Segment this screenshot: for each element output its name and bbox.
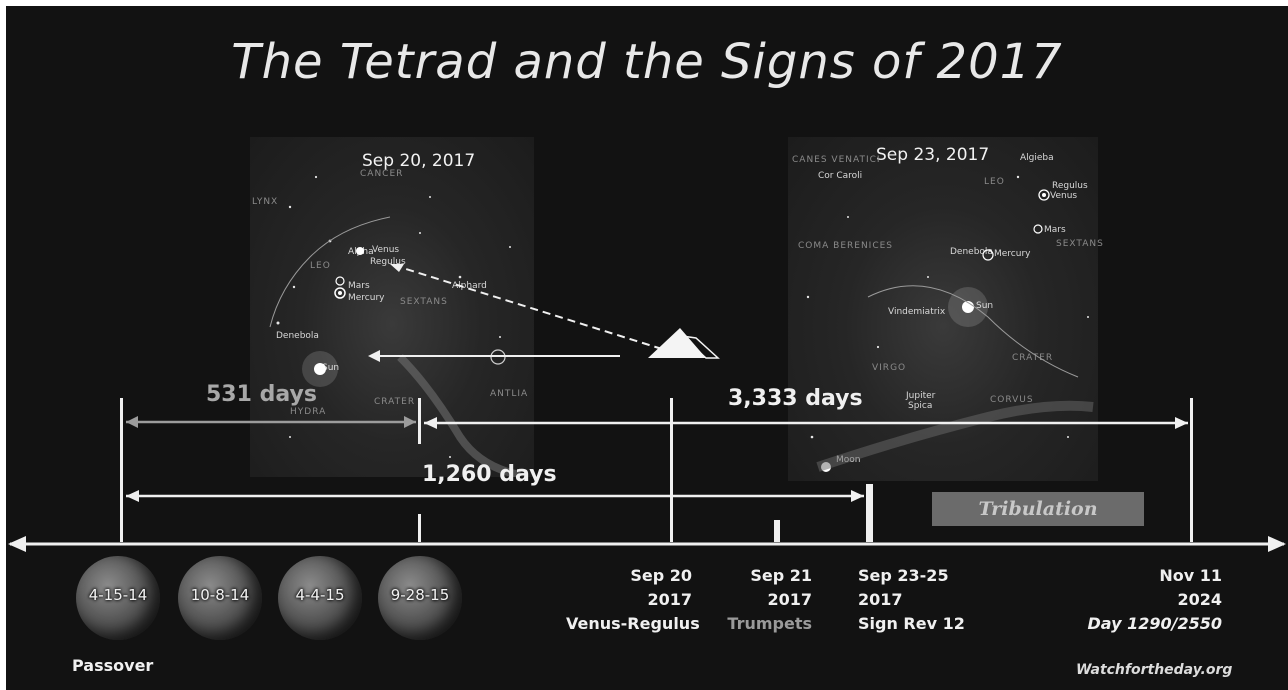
constellation-label: CRATER xyxy=(374,397,416,407)
dashed-pointer-arrowhead xyxy=(390,264,404,272)
span-531-label: 531 days xyxy=(206,382,317,407)
span-arrows xyxy=(8,416,1286,552)
star-label: Cor Caroli xyxy=(818,171,863,181)
planet-label: Venus xyxy=(372,245,400,255)
planet-label: Mars xyxy=(1044,225,1066,235)
marker-nov11 xyxy=(1190,398,1193,542)
star-label: Denebola xyxy=(276,331,319,341)
event-sep21: Sep 21 2017 Trumpets xyxy=(706,564,812,636)
star-label: Regulus xyxy=(1052,181,1088,191)
event-date: Sep 20 xyxy=(630,566,692,585)
diagram-frame: The Tetrad and the Signs of 2017 Sep 20,… xyxy=(6,6,1288,690)
constellation-label: SEXTANS xyxy=(1056,239,1104,249)
planet-label: Mars xyxy=(348,281,370,291)
marker-531-end xyxy=(418,398,421,444)
marker-sep20 xyxy=(670,398,673,542)
constellation-label: COMA BERENICES xyxy=(798,241,894,251)
constellation-label: CRATER xyxy=(1012,353,1054,363)
moon-date-label: 9-28-15 xyxy=(390,586,450,604)
event-year: 2024 xyxy=(1177,590,1222,609)
constellation-label: HYDRA xyxy=(290,407,327,417)
blood-moon-3: 4-4-15 xyxy=(278,556,362,640)
blood-moon-4: 9-28-15 xyxy=(378,556,462,640)
blood-moon-2: 10-8-14 xyxy=(178,556,262,640)
pointer-overlay xyxy=(368,263,720,362)
event-nov11: Nov 11 2024 Day 1290/2550 xyxy=(1056,564,1223,636)
constellation-label: VIRGO xyxy=(872,363,907,373)
sky-chart-date: Sep 23, 2017 xyxy=(876,145,990,165)
moon-date-label: 4-15-14 xyxy=(88,586,148,604)
constellation-label: CANES VENATICI xyxy=(792,155,881,165)
star-label: Denebola xyxy=(950,247,993,257)
star-label: Regulus xyxy=(370,257,406,267)
event-date: Sep 23-25 xyxy=(858,566,949,585)
star-label: Spica xyxy=(908,401,933,411)
moon-date-label: 4-4-15 xyxy=(295,586,345,604)
span-1260-label: 1,260 days xyxy=(422,462,557,487)
planet-label: Venus xyxy=(1050,191,1078,201)
observer-triangle-icon xyxy=(648,328,706,358)
star-label: Alphard xyxy=(452,281,487,291)
span-3333-label: 3,333 days xyxy=(728,386,863,411)
planet-label: Jupiter xyxy=(906,391,936,401)
solid-pointer-arrowhead xyxy=(368,350,380,362)
constellation-label: LEO xyxy=(984,177,1005,187)
page-title: The Tetrad and the Signs of 2017 xyxy=(231,34,1063,90)
source-credit: Watchfortheday.org xyxy=(1076,662,1233,678)
constellation-label: LYNX xyxy=(252,197,279,207)
marker-tetrad-start xyxy=(120,398,123,542)
sun-label: Sun xyxy=(976,301,994,311)
event-title: Sign Rev 12 xyxy=(858,614,965,633)
star-label: Algieba xyxy=(1020,153,1054,163)
event-date: Sep 21 xyxy=(750,566,812,585)
event-year: 2017 xyxy=(858,590,903,609)
event-title: Day 1290/2550 xyxy=(1087,614,1223,633)
star-label: Vindemiatrix xyxy=(888,307,946,317)
constellation-label: CANCER xyxy=(360,169,404,179)
sun-label: Sun xyxy=(322,363,340,373)
constellation-label: CORVUS xyxy=(990,395,1034,405)
constellation-label: SEXTANS xyxy=(400,297,448,307)
dashed-pointer-line xyxy=(389,263,663,350)
event-title: Venus-Regulus xyxy=(566,614,700,633)
marker-sep23 xyxy=(866,484,873,542)
event-sep20: Sep 20 2017 Venus-Regulus xyxy=(566,564,700,636)
marker-531-end-lower xyxy=(418,514,421,542)
observer-triangle-shadow xyxy=(679,334,720,359)
constellation-label: LEO xyxy=(310,261,331,271)
blood-moon-1: 4-15-14 xyxy=(76,556,160,640)
event-year: 2017 xyxy=(767,590,812,609)
event-date: Nov 11 xyxy=(1159,566,1222,585)
event-sep23: Sep 23-25 2017 Sign Rev 12 xyxy=(858,564,998,636)
sky-chart-sep20: Sep 20, 2017 CANCER LYNX Alpha Venus Reg… xyxy=(250,137,534,477)
sky-chart-sep23-graphics xyxy=(806,175,1094,472)
planet-label: Mercury xyxy=(994,249,1031,259)
tribulation-bar: Tribulation xyxy=(932,492,1144,526)
event-title: Trumpets xyxy=(727,614,812,633)
constellation-label: ANTLIA xyxy=(490,389,529,399)
sky-chart-date: Sep 20, 2017 xyxy=(362,151,476,171)
event-year: 2017 xyxy=(647,590,692,609)
planet-label: Mercury xyxy=(348,293,385,303)
moon-date-label: 10-8-14 xyxy=(190,586,250,604)
passover-label: Passover xyxy=(72,656,154,675)
marker-sep21 xyxy=(774,520,780,542)
sky-chart-sep20-graphics xyxy=(269,175,521,477)
